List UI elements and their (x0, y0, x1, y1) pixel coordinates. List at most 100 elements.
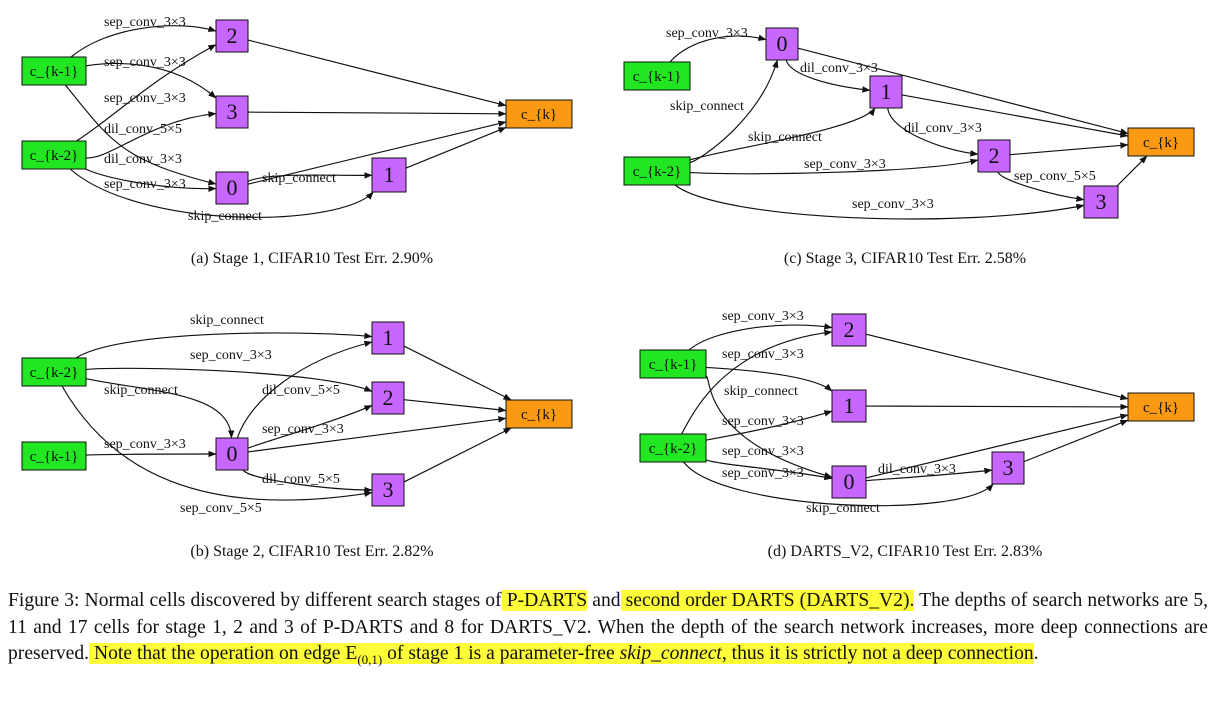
panel-c: sep_conv_3×3skip_connectdil_conv_3×3skip… (623, 26, 1195, 267)
node-label: 2 (844, 317, 855, 342)
edge-label: sep_conv_3×3 (666, 26, 748, 41)
node-label: c_{k-1} (30, 449, 79, 465)
edge-3-to-output (247, 110, 507, 117)
intermediate-node: 0 (215, 437, 249, 471)
edge-5 (247, 404, 373, 449)
node-label: c_{k} (1143, 400, 1179, 416)
edge-label: skip_connect (806, 501, 880, 516)
intermediate-node: 3 (371, 473, 405, 507)
output-node: c_{k} (1127, 392, 1195, 422)
edge-1-to-output (403, 345, 512, 401)
edge-5 (85, 168, 217, 192)
node-label: 2 (989, 143, 1000, 168)
edge-6 (997, 171, 1085, 202)
edge-0 (75, 332, 373, 359)
edge-label: dil_conv_3×3 (104, 152, 182, 167)
figure-label: Figure 3: (8, 590, 80, 611)
edge-3 (689, 107, 876, 161)
edge-0 (70, 25, 217, 58)
edge-1-to-output (865, 403, 1129, 411)
intermediate-node: 3 (1083, 185, 1119, 219)
intermediate-node: 1 (371, 321, 405, 355)
caption-text-3: The depths of search networks are 5, 11 … (8, 590, 1209, 664)
edge-label: sep_conv_3×3 (104, 91, 186, 106)
edge-label: dil_conv_3×3 (904, 121, 982, 136)
input-node: c_{k-2} (639, 433, 707, 463)
edge-label: sep_conv_3×3 (804, 157, 886, 172)
node-label: 0 (227, 441, 238, 466)
output-node: c_{k} (1127, 127, 1195, 157)
caption-text-2: and (587, 590, 621, 611)
edge-2-to-output (1009, 142, 1129, 156)
intermediate-node: 3 (991, 451, 1025, 485)
edge-label: skip_connect (104, 383, 178, 398)
input-node: c_{k-2} (21, 140, 87, 170)
node-label: 1 (383, 325, 394, 350)
edge-label: sep_conv_3×3 (722, 444, 804, 459)
edge-0-to-output (247, 416, 507, 453)
skip-connect-emphasis: skip_connect (619, 643, 722, 664)
edge-6 (242, 469, 373, 494)
note-text-b: of stage 1 is a parameter-free (382, 643, 620, 664)
node-label: 3 (1003, 455, 1014, 480)
node-label: 3 (1096, 189, 1107, 214)
edge-subscript: (0,1) (357, 652, 383, 667)
edge-label: sep_conv_3×3 (722, 309, 804, 324)
edge-0 (669, 34, 767, 63)
node-label: c_{k-2} (30, 148, 79, 164)
edge-2 (85, 378, 235, 439)
node-label: 1 (844, 393, 855, 418)
edge-7 (61, 385, 373, 501)
node-label: 0 (227, 175, 238, 200)
caption-text-4: . (1033, 643, 1039, 664)
edge-3-to-output (403, 427, 512, 483)
intermediate-node: 2 (977, 139, 1011, 173)
node-label: c_{k-2} (30, 365, 79, 381)
intermediate-node: 1 (371, 157, 407, 193)
node-label: c_{k-1} (649, 357, 698, 373)
highlight-pdarts: P-DARTS (501, 590, 588, 611)
input-node: c_{k-2} (21, 357, 87, 387)
edge-4 (705, 410, 833, 441)
subfigure-caption: (b) Stage 2, CIFAR10 Test Err. 2.82% (190, 543, 433, 560)
edge-label: sep_conv_3×3 (190, 348, 272, 363)
subfigure-caption: (c) Stage 3, CIFAR10 Test Err. 2.58% (784, 250, 1026, 267)
edge-label: sep_conv_3×3 (104, 437, 186, 452)
edge-label: dil_conv_5×5 (104, 122, 182, 137)
node-label: c_{k-2} (633, 164, 682, 180)
edge-7 (674, 184, 1085, 220)
node-label: 1 (881, 79, 892, 104)
edge-label: dil_conv_5×5 (262, 383, 340, 398)
intermediate-node: 0 (831, 465, 867, 499)
intermediate-node: 1 (831, 389, 867, 423)
intermediate-node: 3 (215, 95, 249, 129)
edge-4 (85, 450, 217, 458)
edge-label: skip_connect (188, 209, 262, 224)
input-node: c_{k-1} (639, 349, 707, 379)
edge-label: sep_conv_5×5 (1014, 169, 1096, 184)
node-label: c_{k-1} (30, 64, 79, 80)
edge-1-to-output (901, 94, 1129, 138)
node-label: c_{k-1} (633, 69, 682, 85)
edge-label: sep_conv_3×3 (722, 347, 804, 362)
edge-1 (85, 62, 217, 99)
edge-label: dil_conv_3×3 (878, 462, 956, 477)
edge-label: sep_conv_3×3 (722, 414, 804, 429)
highlight-darts-v2: second order DARTS (DARTS_V2). (620, 590, 915, 611)
node-label: 3 (227, 99, 238, 124)
edge-7 (683, 461, 994, 507)
figure-panels: sep_conv_3×3 sep_conv_3×3 sep_conv_3×3 dil_… (21, 15, 1195, 560)
output-node: c_{k} (505, 99, 573, 129)
input-node: c_{k-1} (21, 441, 87, 471)
intermediate-node: 0 (215, 171, 249, 205)
edge-label: skip_connect (724, 384, 798, 399)
edge-2 (76, 44, 217, 142)
edge-3 (236, 340, 373, 439)
edge-3-to-output (1023, 419, 1129, 463)
edge-0 (688, 323, 833, 351)
edge-4 (887, 107, 979, 157)
node-label: 1 (384, 162, 395, 187)
edge-label: skip_connect (748, 130, 822, 145)
edge-6 (247, 172, 373, 182)
